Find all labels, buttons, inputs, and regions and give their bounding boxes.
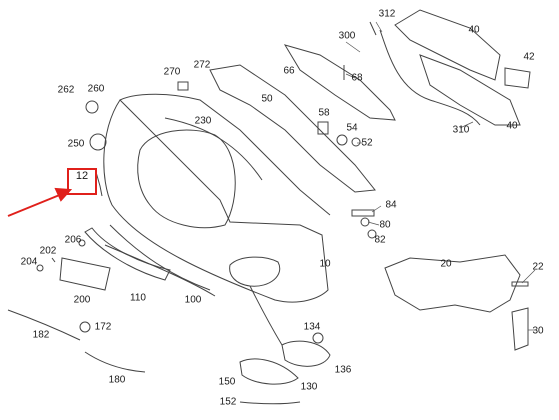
- impact-carrier-50: [209, 64, 376, 193]
- bumper-cover-outline: [103, 99, 329, 303]
- part-label: 180: [108, 374, 126, 386]
- bolt-202: [51, 257, 56, 263]
- sensor-250: [89, 133, 107, 151]
- clip-270: [177, 81, 189, 91]
- absorber-right: [419, 54, 521, 126]
- trim-strip-230: [164, 117, 263, 181]
- part-label: 42: [523, 51, 535, 63]
- part-label: 182: [32, 329, 50, 341]
- strip-180: [84, 351, 146, 373]
- part-label: 250: [67, 138, 85, 150]
- part-label: 10: [319, 258, 331, 270]
- part-label: 82: [374, 234, 386, 246]
- part-label: 20: [440, 258, 452, 270]
- part-label: 310: [452, 124, 470, 136]
- part-label: 30: [532, 325, 544, 337]
- clip-172: [79, 321, 91, 333]
- part-label: 80: [379, 219, 391, 231]
- sensor-262: [85, 100, 99, 114]
- part-label: 172: [94, 321, 112, 333]
- carrier-lower: [283, 44, 396, 121]
- part-label: 40: [468, 24, 480, 36]
- leader-310: [459, 121, 474, 129]
- part-label: 136: [334, 364, 352, 376]
- part-label: 260: [87, 83, 105, 95]
- bumper-grille-opening: [137, 129, 236, 229]
- fog-light-opening: [229, 256, 281, 287]
- part-label: 100: [184, 294, 202, 306]
- bumper-lower-edge: [109, 224, 211, 291]
- clip-82: [367, 229, 377, 239]
- part-label: 230: [194, 115, 212, 127]
- clip-206: [78, 239, 86, 247]
- part-label: 300: [338, 30, 356, 42]
- part-label: 50: [261, 93, 273, 105]
- sensor-12: [95, 171, 103, 197]
- part-label: 66: [283, 65, 295, 77]
- bumper-upper-edge: [119, 93, 331, 216]
- leader-84: [371, 205, 382, 213]
- cable-310: [379, 29, 481, 126]
- part-label: 152: [219, 396, 237, 408]
- clip-134: [312, 332, 324, 344]
- clip-84: [351, 209, 375, 217]
- clip-80: [360, 217, 370, 227]
- bracket-30: [511, 307, 529, 351]
- part-label: 130: [300, 381, 318, 393]
- part-label: 84: [385, 199, 397, 211]
- clip-58: [317, 121, 329, 135]
- part-label: 58: [318, 107, 330, 119]
- part-label: 22: [532, 261, 544, 273]
- leader-312: [375, 21, 383, 33]
- leader-68: [345, 73, 356, 79]
- part-label: 262: [57, 84, 75, 96]
- highlight-box: [67, 168, 97, 195]
- part-label: 54: [346, 122, 358, 134]
- part-label: 204: [20, 256, 38, 268]
- clip-22: [511, 281, 529, 287]
- bolt-312: [369, 21, 377, 36]
- strip-182: [7, 309, 81, 341]
- part-label: 206: [64, 234, 82, 246]
- part-label: 150: [218, 376, 236, 388]
- leader-300: [345, 41, 361, 53]
- clip-204: [36, 264, 44, 272]
- part-label: 40: [506, 120, 518, 132]
- part-label: 202: [39, 245, 57, 257]
- fog-grille-136: [281, 340, 331, 367]
- part-label: 312: [378, 8, 396, 20]
- absorber-40: [394, 9, 501, 81]
- part-label: 68: [351, 72, 363, 84]
- harness-line: [249, 285, 283, 346]
- highlight-arrow-shaft: [7, 193, 63, 217]
- grille-130: [239, 358, 299, 385]
- part-label: 270: [163, 66, 181, 78]
- clip-52: [351, 137, 361, 147]
- clip-54: [336, 134, 348, 146]
- bracket-20: [384, 254, 521, 313]
- part-label: 200: [73, 294, 91, 306]
- part-label: 272: [193, 59, 211, 71]
- part-label: 110: [130, 292, 146, 304]
- leader-80: [367, 221, 380, 226]
- cover-200: [59, 257, 111, 291]
- lower-strip-100: [104, 244, 216, 297]
- bracket-42: [504, 67, 531, 89]
- strip-152: [239, 401, 301, 405]
- part-label: 134: [303, 321, 321, 333]
- highlight-label: 12: [75, 170, 89, 182]
- highlight-arrow-head: [54, 187, 73, 202]
- leader-22: [521, 269, 536, 284]
- grille-110: [84, 227, 171, 281]
- part-label: 52: [361, 137, 373, 149]
